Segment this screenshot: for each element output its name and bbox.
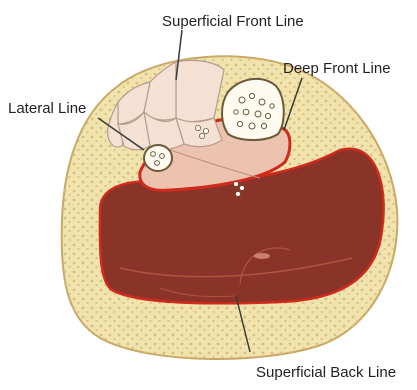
fibula-bone	[144, 145, 172, 171]
tibia-bone	[222, 79, 284, 140]
label-superficial-back-line: Superficial Back Line	[256, 364, 396, 381]
label-deep-front-line: Deep Front Line	[283, 60, 391, 77]
back-vessel	[254, 253, 270, 259]
label-lateral-line: Lateral Line	[8, 100, 86, 117]
label-superficial-front-line: Superficial Front Line	[162, 13, 304, 30]
